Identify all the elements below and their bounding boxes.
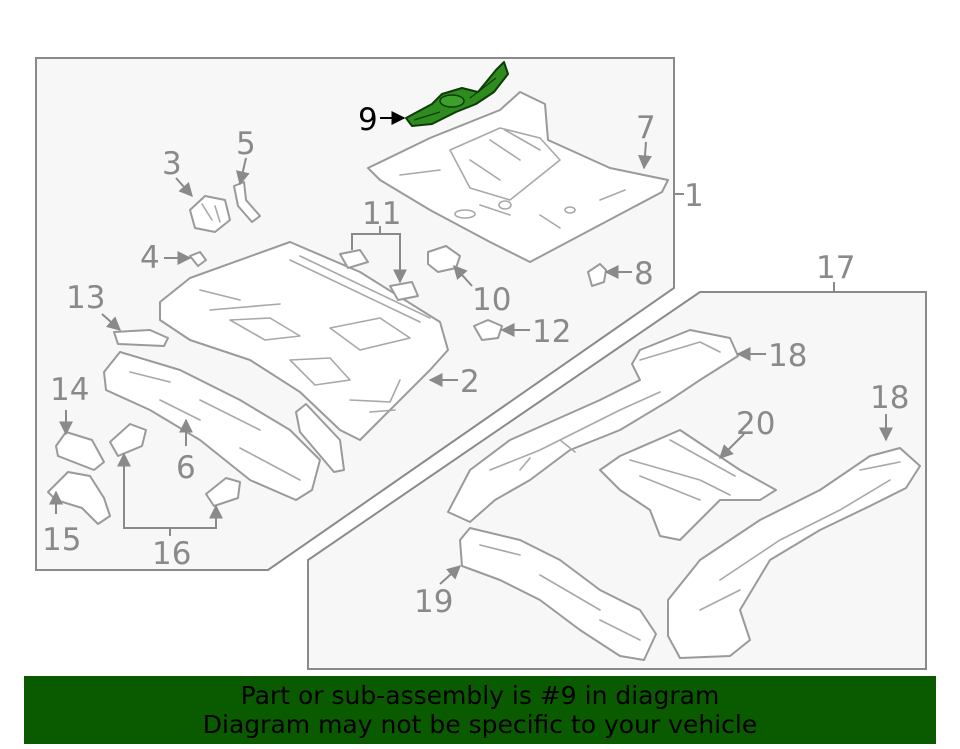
info-banner: Part or sub-assembly is #9 in diagram Di…	[24, 676, 936, 744]
callout-19: 19	[414, 584, 453, 620]
callout-20: 20	[736, 406, 775, 442]
callout-6: 6	[176, 450, 196, 486]
callout-10: 10	[472, 282, 511, 318]
callout-3: 3	[162, 146, 182, 182]
callout-9: 9	[358, 102, 378, 138]
banner-line-1: Part or sub-assembly is #9 in diagram	[240, 681, 720, 710]
part-20-crossmember	[599, 429, 777, 541]
banner-line-2: Diagram may not be specific to your vehi…	[202, 710, 758, 739]
callout-4: 4	[140, 240, 160, 276]
callout-8: 8	[634, 256, 654, 292]
callout-7: 7	[636, 110, 656, 146]
callout-12: 12	[532, 314, 571, 350]
callout-17: 17	[816, 250, 855, 286]
leader-20	[719, 433, 745, 459]
part-6-rear-rail	[103, 351, 321, 501]
part-13-reinforcement	[113, 329, 169, 347]
part-3-bracket	[189, 195, 231, 233]
leader-13	[101, 313, 122, 331]
leader-3	[175, 177, 193, 198]
part-18-side-member-upper	[447, 329, 739, 523]
leader-10	[453, 264, 473, 287]
leader-7	[637, 141, 652, 170]
part-18-side-member-lower	[667, 447, 921, 659]
callout-18-lower: 18	[870, 380, 909, 416]
part-12-plug	[473, 319, 503, 341]
callout-13: 13	[66, 280, 105, 316]
leader-11	[351, 233, 407, 284]
part-6-side-rail	[295, 403, 345, 473]
callout-18-upper: 18	[768, 338, 807, 374]
callout-14: 14	[50, 372, 89, 408]
callout-5: 5	[236, 126, 256, 162]
leader-19	[439, 565, 462, 585]
part-15-bracket	[47, 471, 111, 525]
part-4-clip	[189, 251, 207, 267]
leader-5	[236, 157, 250, 186]
part-1-front-floor-panel	[367, 91, 669, 263]
callout-16: 16	[152, 536, 191, 572]
callout-2: 2	[460, 364, 480, 400]
part-11-brackets	[339, 249, 419, 301]
callout-11: 11	[362, 196, 401, 232]
part-9-crossmember-highlighted	[405, 61, 509, 127]
part-19-rail	[459, 527, 657, 661]
part-2-rear-floor-panel	[159, 241, 449, 441]
callout-1: 1	[684, 178, 704, 214]
callout-15: 15	[42, 522, 81, 558]
